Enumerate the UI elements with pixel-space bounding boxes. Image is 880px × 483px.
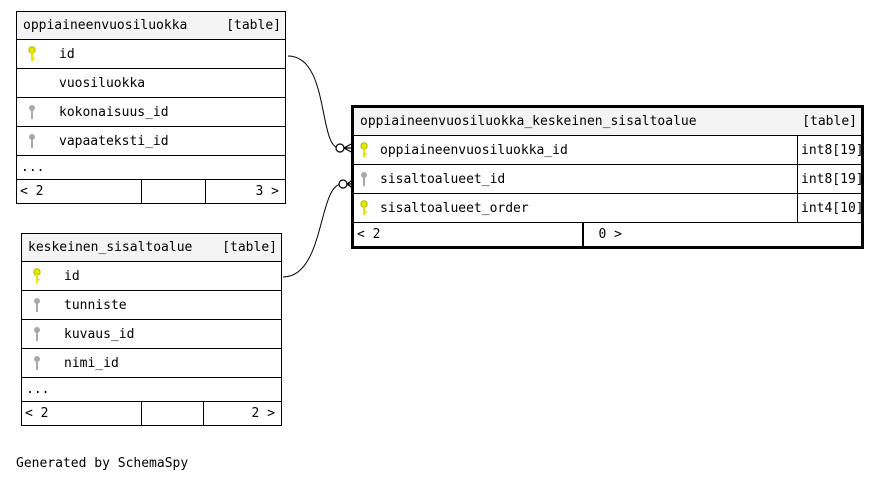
table-footer: < 2 3 > bbox=[17, 180, 285, 203]
more-columns: ... bbox=[22, 378, 281, 402]
table-oppiaineenvuosiluokka-keskeinen-sisaltoalue[interactable]: oppiaineenvuosiluokka_keskeinen_sisaltoa… bbox=[351, 105, 864, 249]
parents-count[interactable]: < 2 bbox=[354, 223, 583, 246]
table-keskeinen-sisaltoalue[interactable]: keskeinen_sisaltoalue [table] id tunnist… bbox=[21, 233, 282, 426]
table-kind: [table] bbox=[222, 240, 277, 255]
column-row[interactable]: id bbox=[22, 262, 281, 291]
table-header: keskeinen_sisaltoalue [table] bbox=[22, 234, 281, 262]
primary-key-icon bbox=[22, 262, 52, 290]
table-name: keskeinen_sisaltoalue bbox=[28, 240, 193, 255]
edge-end-circle bbox=[338, 179, 348, 189]
column-row[interactable]: id bbox=[17, 40, 285, 69]
generated-by-label: Generated by SchemaSpy bbox=[16, 456, 189, 471]
primary-key-icon bbox=[354, 194, 374, 222]
column-row[interactable]: kokonaisuus_id bbox=[17, 98, 285, 127]
column-row[interactable]: kuvaus_id bbox=[22, 320, 281, 349]
foreign-key-icon bbox=[354, 165, 374, 193]
column-type: int8[19] bbox=[797, 165, 864, 193]
foreign-key-icon bbox=[22, 349, 52, 377]
foreign-key-icon bbox=[22, 291, 52, 319]
table-header: oppiaineenvuosiluokka [table] bbox=[17, 12, 285, 40]
column-row[interactable]: tunniste bbox=[22, 291, 281, 320]
column-row[interactable]: sisaltoalueet_id int8[19] bbox=[354, 165, 864, 194]
column-row[interactable]: sisaltoalueet_order int4[10] bbox=[354, 194, 864, 223]
table-oppiaineenvuosiluokka[interactable]: oppiaineenvuosiluokka [table] id vuosilu… bbox=[16, 11, 286, 204]
table-kind: [table] bbox=[226, 18, 281, 33]
column-name: vuosiluokka bbox=[59, 75, 146, 91]
foreign-key-icon bbox=[22, 320, 52, 348]
column-name: sisaltoalueet_id bbox=[380, 171, 506, 187]
children-count[interactable]: 2 > bbox=[251, 406, 275, 421]
column-row[interactable]: vapaateksti_id bbox=[17, 127, 285, 156]
children-count[interactable]: 3 > bbox=[255, 184, 279, 199]
column-name: tunniste bbox=[64, 297, 127, 313]
column-name: id bbox=[59, 46, 75, 62]
table-kind: [table] bbox=[802, 114, 857, 129]
table-name: oppiaineenvuosiluokka bbox=[23, 18, 188, 33]
column-type: int4[10] bbox=[797, 194, 864, 222]
column-name: oppiaineenvuosiluokka_id bbox=[380, 142, 568, 158]
edge-oppiaineenvuosiluokka-to-join bbox=[287, 55, 341, 149]
column-name: sisaltoalueet_order bbox=[380, 200, 529, 216]
primary-key-icon bbox=[17, 40, 47, 68]
column-row[interactable]: nimi_id bbox=[22, 349, 281, 378]
column-name: id bbox=[64, 268, 80, 284]
parents-count[interactable]: < 2 bbox=[17, 180, 142, 203]
parents-count[interactable]: < 2 bbox=[22, 402, 142, 425]
table-footer: < 2 2 > bbox=[22, 402, 281, 425]
table-header: oppiaineenvuosiluokka_keskeinen_sisaltoa… bbox=[354, 108, 861, 136]
column-name: vapaateksti_id bbox=[59, 133, 169, 149]
column-name: nimi_id bbox=[64, 355, 119, 371]
foreign-key-icon bbox=[17, 98, 47, 126]
table-name: oppiaineenvuosiluokka_keskeinen_sisaltoa… bbox=[360, 114, 697, 129]
edge-end-circle bbox=[335, 143, 345, 153]
edge-keskeinen-to-join bbox=[282, 183, 343, 278]
column-type: int8[19] bbox=[797, 136, 864, 164]
children-count[interactable]: 0 > bbox=[583, 223, 628, 246]
table-footer: < 2 0 > bbox=[354, 223, 861, 246]
more-columns: ... bbox=[17, 156, 285, 180]
primary-key-icon bbox=[354, 136, 374, 164]
column-row[interactable]: oppiaineenvuosiluokka_id int8[19] bbox=[354, 136, 864, 165]
column-name: kuvaus_id bbox=[64, 326, 135, 342]
column-name: kokonaisuus_id bbox=[59, 104, 169, 120]
foreign-key-icon bbox=[17, 127, 47, 155]
column-row[interactable]: vuosiluokka bbox=[17, 69, 285, 98]
